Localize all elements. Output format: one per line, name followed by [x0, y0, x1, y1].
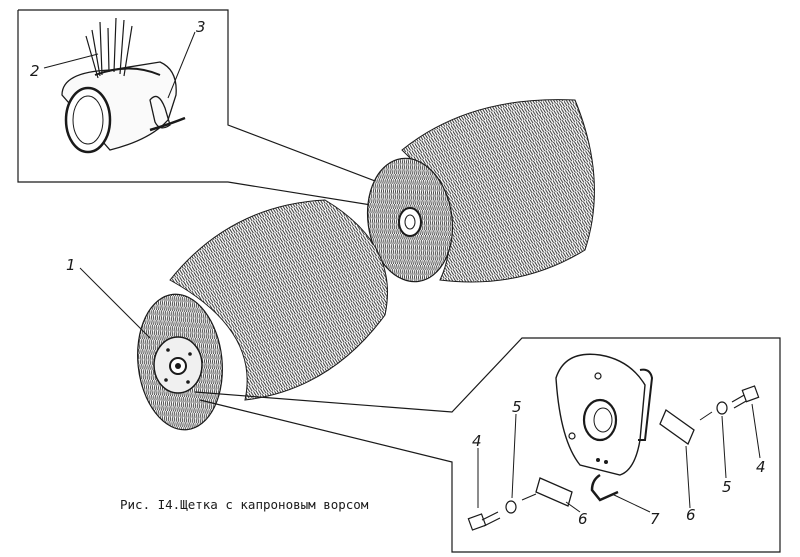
callout-5-left: 5 — [512, 398, 522, 416]
washer-right — [716, 401, 728, 415]
callout-6-right: 6 — [686, 506, 696, 524]
arrow-right — [699, 411, 713, 421]
callout-7: 7 — [650, 510, 660, 528]
brush-cylinder-upper — [366, 99, 595, 283]
bolt-left — [467, 511, 501, 531]
clip-left — [535, 477, 573, 507]
bolt-right — [731, 385, 760, 409]
callout-3: 3 — [196, 18, 206, 36]
flange-plate — [555, 353, 654, 476]
callout-1: 1 — [66, 256, 76, 274]
callout-4-right: 4 — [756, 458, 766, 476]
callout-6-left: 6 — [578, 510, 588, 528]
arrow-left — [521, 493, 537, 501]
washer-left — [505, 500, 517, 514]
clip-right — [659, 409, 695, 445]
figure-caption: Рис. I4.Щетка с капроновым ворсом — [120, 497, 369, 512]
bristle-ring-detail — [61, 17, 186, 154]
inset-detail-bottom: 4 5 6 7 6 5 4 — [194, 337, 781, 553]
brush-cylinder-lower — [137, 199, 388, 431]
callout-4-left: 4 — [472, 432, 482, 450]
callout-5-right: 5 — [722, 478, 732, 496]
callout-2: 2 — [30, 62, 40, 80]
inset-detail-top: 2 3 — [17, 9, 439, 211]
bracket-7 — [590, 473, 619, 502]
